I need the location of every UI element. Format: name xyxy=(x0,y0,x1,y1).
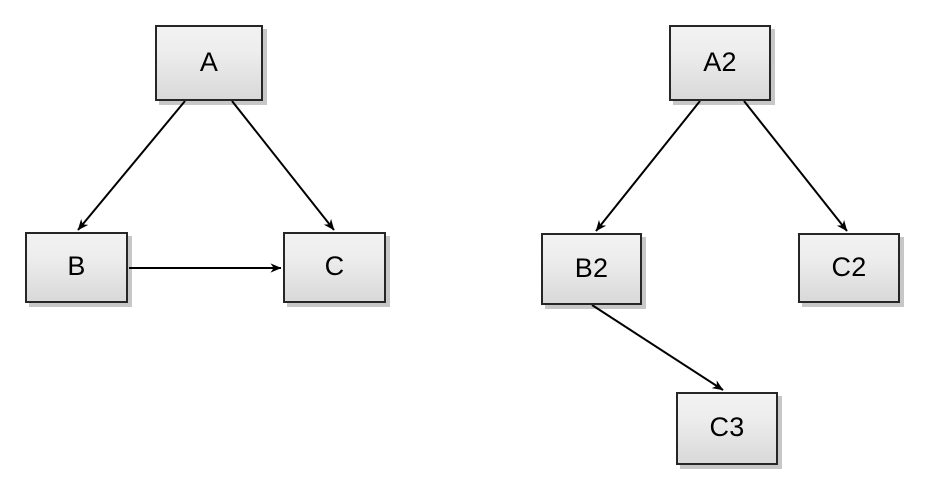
node-a[interactable]: A xyxy=(155,25,263,101)
node-label: C xyxy=(324,251,345,281)
node-c3[interactable]: C3 xyxy=(676,392,778,465)
edges-group xyxy=(77,100,848,391)
edge-a-c xyxy=(231,100,335,231)
node-b2[interactable]: B2 xyxy=(541,233,642,305)
edge-a2-b2 xyxy=(595,100,701,232)
node-label: B xyxy=(67,251,86,281)
edge-a2-c2 xyxy=(743,100,848,232)
node-label: B2 xyxy=(574,252,609,283)
node-c[interactable]: C xyxy=(283,232,386,303)
edge-b2-c3 xyxy=(591,304,724,391)
edge-a-b xyxy=(77,100,186,231)
node-label: A2 xyxy=(703,46,737,77)
node-label: A xyxy=(199,46,219,77)
node-label: C3 xyxy=(709,412,745,442)
node-b[interactable]: B xyxy=(25,232,128,303)
node-a2[interactable]: A2 xyxy=(669,25,771,101)
node-c2[interactable]: C2 xyxy=(798,233,900,303)
node-label: C2 xyxy=(831,251,867,282)
